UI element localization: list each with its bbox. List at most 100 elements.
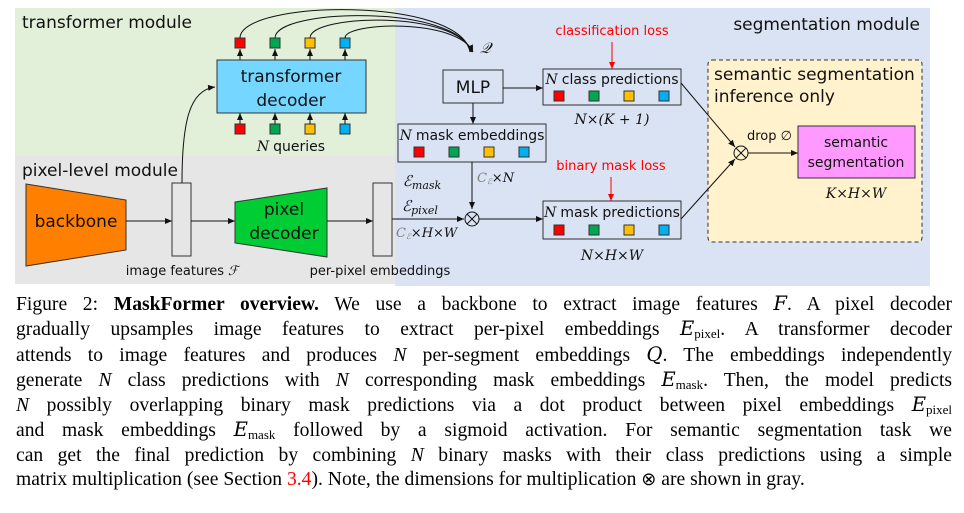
caption-text: possibly overlapping binary mask predict… <box>29 395 912 417</box>
caption-text: and mask embeddings <box>16 420 234 442</box>
query-square-blue <box>518 146 530 158</box>
caption-text: matrix multiplication (see Section <box>16 469 287 491</box>
mask-subscript: mask <box>412 179 442 192</box>
query-square-green <box>269 123 281 135</box>
drop-null-label: drop ∅ <box>747 129 792 144</box>
query-square-green <box>588 90 600 102</box>
queries-text: queries <box>273 139 325 155</box>
figure-caption: Figure 2: MaskFormer overview. We use a … <box>16 292 952 492</box>
caption-math: Q <box>646 342 663 366</box>
query-square-green <box>448 146 460 158</box>
query-square-red <box>553 90 565 102</box>
semantic-segmentation-label-line2: segmentation <box>808 155 905 171</box>
image-features-to-decoder-arrow <box>181 84 216 184</box>
caption-text: class predictions with <box>111 369 336 391</box>
dim-rest: ×H×W <box>411 226 459 241</box>
caption-text: can get the final prediction by combinin… <box>16 444 411 466</box>
e-symbol: ℰ <box>402 197 413 215</box>
mask-predictions-dim: N×H×W <box>580 248 645 264</box>
caption-text: followed by a sigmoid activation. For se… <box>275 420 952 442</box>
per-pixel-embeddings-bar <box>372 182 393 257</box>
maskformer-diagram: transformer module pixel-level module se… <box>15 8 930 286</box>
f-symbol: ℱ <box>228 264 241 279</box>
caption-text: . A pixel decoder <box>786 294 953 315</box>
e-symbol: ℰ <box>403 172 414 190</box>
backbone-label: backbone <box>35 212 118 232</box>
transformer-decoder-block <box>216 59 367 114</box>
semantic-segmentation-block <box>797 125 916 179</box>
caption-math: N <box>335 369 349 391</box>
n-symbol: N <box>256 139 270 155</box>
caption-math: F <box>773 292 787 315</box>
caption-subscript: mask <box>675 376 704 392</box>
binary-mask-loss-label: binary mask loss <box>556 159 666 174</box>
caption-text: binary masks with their class prediction… <box>423 444 952 466</box>
inference-only-title-line2: inference only <box>714 87 835 107</box>
query-square-green <box>269 37 281 49</box>
pixel-decoder-label-line2: decoder <box>249 224 318 244</box>
n-symbol: N <box>543 205 557 221</box>
caption-text: attends to image features and produces <box>16 344 394 366</box>
query-square-blue <box>339 123 351 135</box>
image-features-bar <box>171 182 192 257</box>
caption-text: . Then, the model predicts <box>703 369 953 391</box>
mask-predictions-text: mask predictions <box>560 205 680 221</box>
caption-math: E <box>911 393 926 417</box>
image-features-text: image features <box>126 264 225 279</box>
caption-subscript: pixel <box>694 326 721 342</box>
n-symbol: N <box>399 128 413 144</box>
backbone-block <box>25 183 127 267</box>
dim-rest: ×N <box>492 171 515 186</box>
mask-prediction-squares <box>553 224 670 236</box>
caption-math: N <box>16 395 30 417</box>
caption-math: N <box>98 369 112 391</box>
pixel-decoder-block <box>234 187 328 258</box>
transformer-module-title: transformer module <box>22 13 192 33</box>
query-curve-blue <box>344 25 474 53</box>
class-to-combine-arrow <box>680 82 736 148</box>
semantic-segmentation-dim: K×H×W <box>825 186 888 202</box>
semantic-segmentation-label-line1: semantic <box>824 135 888 151</box>
per-pixel-embeddings-label: per-pixel embeddings <box>310 264 451 279</box>
class-predictions-box <box>542 68 682 106</box>
query-square-yellow <box>304 37 316 49</box>
caption-text: gradually upsamples image features to ex… <box>16 319 680 341</box>
transformer-decoder-label-line1: transformer <box>241 67 342 87</box>
e-mask-label: ℰmask <box>403 172 442 192</box>
caption-line-2: gradually upsamples image features to ex… <box>16 317 952 342</box>
query-inputs <box>234 113 351 135</box>
caption-line-7: can get the final prediction by combinin… <box>16 444 952 468</box>
caption-subscript: mask <box>247 427 276 443</box>
mlp-block <box>442 69 504 104</box>
query-square-green <box>588 224 600 236</box>
caption-line-5: N possibly overlapping binary mask predi… <box>16 393 952 418</box>
caption-subscript: pixel <box>926 402 952 418</box>
mask-embedding-squares <box>413 146 530 158</box>
pixel-subscript: pixel <box>411 204 438 217</box>
caption-math: N <box>393 344 407 366</box>
caption-text: generate <box>16 369 99 391</box>
query-square-yellow <box>623 224 635 236</box>
section-reference-link[interactable]: 3.4 <box>286 469 312 491</box>
figure-number: Figure 2: <box>16 294 99 315</box>
caption-line-8: matrix multiplication (see Section 3.4).… <box>16 468 952 492</box>
c-symbol: C <box>477 171 487 186</box>
caption-math: N <box>410 444 424 466</box>
caption-text: We use a backbone to extract image featu… <box>334 294 774 315</box>
caption-text: ). Note, the dimensions for multiplicati… <box>311 469 642 491</box>
caption-text: . A transformer decoder <box>720 319 952 341</box>
caption-text: . The embeddings independently <box>662 344 952 366</box>
caption-math: E <box>661 367 676 391</box>
pixel-embedding-dim: Cℰ×H×W <box>396 226 459 241</box>
caption-line-6: and mask embeddings Emask followed by a … <box>16 418 952 443</box>
transformer-decoder-label-line2: decoder <box>256 91 325 111</box>
query-square-yellow <box>304 123 316 135</box>
c-symbol: C <box>396 226 406 241</box>
query-square-blue <box>339 37 351 49</box>
caption-math: E <box>679 317 695 341</box>
query-square-red <box>234 37 246 49</box>
